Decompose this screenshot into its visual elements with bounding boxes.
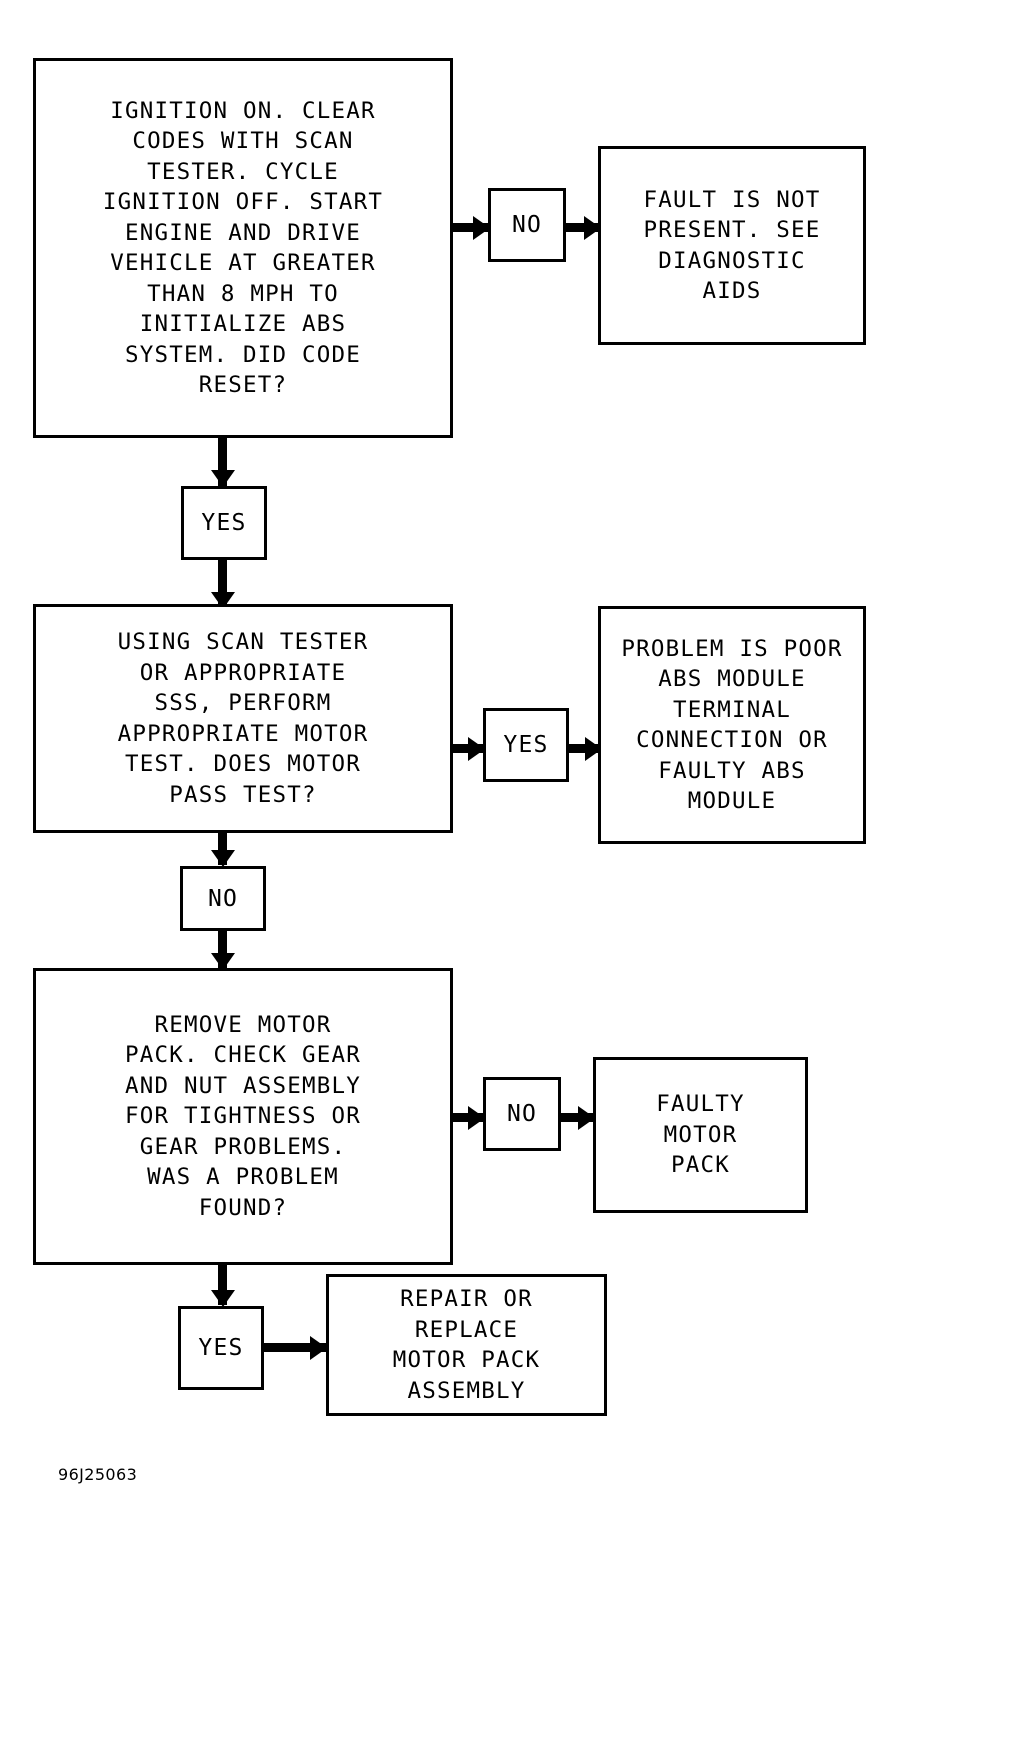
edge-step3-no-arrow xyxy=(468,1105,485,1130)
edge-no-result3-arrow xyxy=(578,1105,595,1130)
node-result4-text: REPAIR OR REPLACE MOTOR PACK ASSEMBLY xyxy=(392,1286,541,1404)
edge-step1-no-arrow xyxy=(473,215,490,240)
decision-d3-yes-label: YES xyxy=(198,1335,244,1361)
node-step2: USING SCAN TESTER OR APPROPRIATE SSS, PE… xyxy=(33,604,453,833)
node-result1-text: FAULT IS NOT PRESENT. SEE DIAGNOSTIC AID… xyxy=(643,186,821,305)
node-result1: FAULT IS NOT PRESENT. SEE DIAGNOSTIC AID… xyxy=(598,146,866,345)
node-result3-text: FAULTY MOTOR PACK xyxy=(656,1091,745,1179)
decision-d1-yes-label: YES xyxy=(201,510,247,536)
edge-step1-no-line xyxy=(453,223,488,232)
edge-no-step3-arrow xyxy=(210,953,235,970)
node-step3-text: REMOVE MOTOR PACK. CHECK GEAR AND NUT AS… xyxy=(125,1011,361,1221)
edge-step3-yes-line xyxy=(218,1265,227,1305)
decision-d2-yes-label: YES xyxy=(503,732,549,758)
node-result2: PROBLEM IS POOR ABS MODULE TERMINAL CONN… xyxy=(598,606,866,844)
edge-step1-yes-arrow xyxy=(210,470,235,487)
edge-no-step3-line xyxy=(218,931,227,968)
decision-d2-no-label: NO xyxy=(207,885,239,912)
edge-step3-yes-arrow xyxy=(210,1290,235,1307)
decision-d1-no: NO xyxy=(488,188,566,262)
edge-yes-result2-arrow xyxy=(585,736,602,761)
edge-step2-no-arrow xyxy=(210,850,235,867)
decision-d3-no: NO xyxy=(483,1077,561,1151)
edge-step2-yes-arrow xyxy=(468,736,485,761)
node-result3: FAULTY MOTOR PACK xyxy=(593,1057,808,1213)
decision-d2-yes: YES xyxy=(483,708,569,782)
decision-d2-no: NO xyxy=(180,866,266,931)
decision-d1-yes: YES xyxy=(181,486,267,560)
node-step2-text: USING SCAN TESTER OR APPROPRIATE SSS, PE… xyxy=(117,629,369,808)
node-result2-text: PROBLEM IS POOR ABS MODULE TERMINAL CONN… xyxy=(621,635,843,815)
decision-d3-no-label: NO xyxy=(506,1101,538,1127)
edge-no-result1-arrow xyxy=(584,215,601,240)
node-step1-text: IGNITION ON. CLEAR CODES WITH SCAN TESTE… xyxy=(102,97,384,399)
edge-yes-result4-arrow xyxy=(310,1335,327,1360)
edge-no-result1-line xyxy=(566,223,601,232)
decision-d1-no-label: NO xyxy=(511,212,543,238)
edge-yes-step2-line xyxy=(218,560,227,608)
figure-code-label: 96J25063 xyxy=(58,1465,138,1484)
decision-d3-yes: YES xyxy=(178,1306,264,1390)
edge-no-result3-line xyxy=(561,1113,593,1122)
edge-step2-no-line xyxy=(218,833,227,865)
node-result4: REPAIR OR REPLACE MOTOR PACK ASSEMBLY xyxy=(326,1274,607,1416)
edge-step1-yes-line xyxy=(218,438,227,486)
edge-yes-result4-line xyxy=(264,1343,326,1352)
node-step1: IGNITION ON. CLEAR CODES WITH SCAN TESTE… xyxy=(33,58,453,438)
node-step3: REMOVE MOTOR PACK. CHECK GEAR AND NUT AS… xyxy=(33,968,453,1265)
